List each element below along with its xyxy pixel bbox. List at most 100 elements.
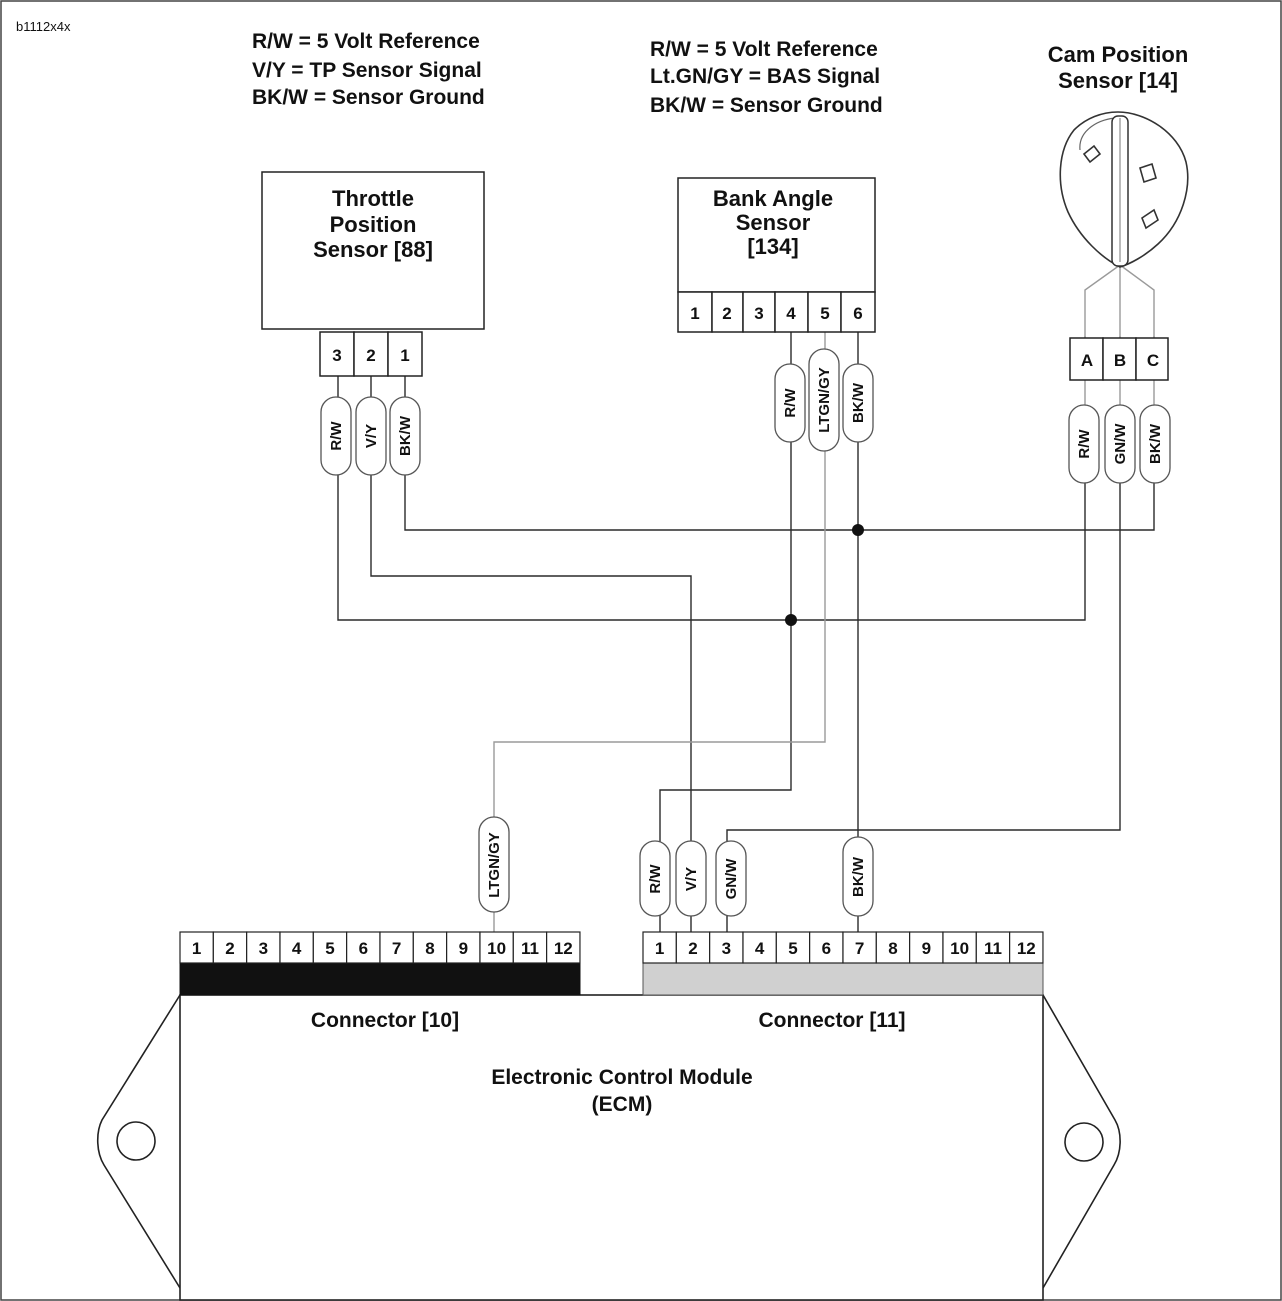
tps-connector: 3 2 1 bbox=[319, 331, 423, 377]
svg-text:R/W: R/W bbox=[647, 864, 664, 894]
conn11-pin-cell bbox=[675, 931, 711, 964]
svg-text:Position: Position bbox=[330, 212, 417, 237]
throttle-position-sensor: Throttle Position Sensor [88] 3 2 1 R/W … bbox=[261, 171, 485, 476]
svg-text:Throttle: Throttle bbox=[332, 186, 414, 211]
svg-text:6: 6 bbox=[853, 304, 862, 323]
cam-sensor-body bbox=[1059, 111, 1189, 268]
conn11-wire-label-bkw: BK/W bbox=[842, 836, 874, 917]
conn10-pin-number: 2 bbox=[225, 939, 234, 958]
ecm-module: Electronic Control Module (ECM) bbox=[96, 994, 1121, 1301]
conn11-pin-number: 1 bbox=[655, 939, 664, 958]
tps-wire-label-rw: R/W bbox=[320, 396, 352, 476]
tps-legend: R/W = 5 Volt Reference V/Y = TP Sensor S… bbox=[252, 30, 485, 109]
svg-text:R/W = 5 Volt Reference: R/W = 5 Volt Reference bbox=[252, 30, 480, 53]
svg-text:GN/W: GN/W bbox=[723, 858, 740, 900]
svg-text:R/W: R/W bbox=[782, 388, 799, 418]
svg-text:BK/W: BK/W bbox=[397, 415, 414, 456]
svg-text:BK/W: BK/W bbox=[850, 382, 867, 423]
svg-text:C: C bbox=[1147, 351, 1159, 370]
svg-text:V/Y: V/Y bbox=[683, 867, 700, 891]
svg-text:Sensor: Sensor bbox=[736, 210, 811, 235]
svg-text:Electronic Control Module: Electronic Control Module bbox=[491, 1066, 752, 1089]
conn11-pin-cell bbox=[775, 931, 811, 964]
bank-angle-sensor: Bank Angle Sensor [134] 1 2 3 4 5 6 R/W … bbox=[677, 177, 876, 452]
conn11-pin-cell bbox=[942, 931, 977, 964]
bas-wire-label-rw: R/W bbox=[774, 363, 806, 443]
svg-text:R/W: R/W bbox=[1076, 429, 1093, 459]
conn10-pin-cell bbox=[446, 931, 481, 964]
svg-text:3: 3 bbox=[754, 304, 763, 323]
bas-wire-label-bkw: BK/W bbox=[842, 363, 874, 443]
svg-text:Cam Position: Cam Position bbox=[1048, 42, 1189, 67]
tps-wire-label-bkw: BK/W bbox=[389, 396, 421, 476]
conn10-pin-number: 10 bbox=[487, 939, 506, 958]
document-id: b1112x4x bbox=[16, 19, 71, 34]
conn11-pin-number: 4 bbox=[755, 939, 765, 958]
conn10-pin-number: 9 bbox=[459, 939, 468, 958]
conn11-pin-number: 12 bbox=[1017, 939, 1036, 958]
conn10-pin-number: 7 bbox=[392, 939, 401, 958]
conn10-pin-number: 12 bbox=[554, 939, 573, 958]
conn10-pin-cell bbox=[512, 931, 548, 964]
cmp-connector: A B C bbox=[1069, 337, 1169, 381]
cmp-wire-label-gnw: GN/W bbox=[1104, 404, 1136, 484]
svg-text:V/Y: V/Y bbox=[363, 424, 380, 448]
conn11-pin-number: 2 bbox=[688, 939, 697, 958]
bas-wire-label-ltgngy: LTGN/GY bbox=[808, 348, 840, 452]
svg-text:Sensor [14]: Sensor [14] bbox=[1058, 68, 1178, 93]
svg-text:BK/W: BK/W bbox=[1147, 423, 1164, 464]
conn11-pin-number: 7 bbox=[855, 939, 864, 958]
conn11-wire-label-rw: R/W bbox=[639, 840, 671, 917]
conn10-pin-number: 11 bbox=[521, 939, 539, 958]
svg-text:4: 4 bbox=[786, 304, 796, 323]
splice-ground bbox=[852, 524, 864, 536]
conn10-pin-number: 6 bbox=[359, 939, 368, 958]
conn10-pin-cell bbox=[246, 931, 281, 964]
conn10-pin-cell bbox=[312, 931, 348, 964]
conn11-pin-cell bbox=[709, 931, 744, 964]
svg-text:[134]: [134] bbox=[747, 234, 798, 259]
conn11-pin-cell bbox=[742, 931, 777, 964]
svg-text:BK/W = Sensor Ground: BK/W = Sensor Ground bbox=[650, 94, 883, 117]
svg-text:2: 2 bbox=[366, 346, 375, 365]
svg-text:Sensor [88]: Sensor [88] bbox=[313, 237, 433, 262]
svg-text:V/Y = TP Sensor Signal: V/Y = TP Sensor Signal bbox=[252, 59, 482, 82]
conn11-pin-cell bbox=[1009, 931, 1044, 964]
conn11-pin-number: 9 bbox=[922, 939, 931, 958]
conn10-pin-number: 5 bbox=[325, 939, 334, 958]
wire-network bbox=[337, 264, 1155, 932]
conn11-pin-cell bbox=[909, 931, 944, 964]
cmp-wire-label-rw: R/W bbox=[1068, 404, 1100, 484]
conn11-pin-number: 8 bbox=[888, 939, 897, 958]
conn10-wire-label-ltgngy: LTGN/GY bbox=[478, 816, 510, 913]
conn10-pin-cell bbox=[379, 931, 414, 964]
bas-legend: R/W = 5 Volt Reference Lt.GN/GY = BAS Si… bbox=[650, 38, 883, 117]
conn11-pin-number: 10 bbox=[950, 939, 969, 958]
svg-text:B: B bbox=[1114, 351, 1126, 370]
svg-text:LTGN/GY: LTGN/GY bbox=[486, 832, 503, 898]
svg-text:A: A bbox=[1081, 351, 1093, 370]
splice-5v-reference bbox=[785, 614, 797, 626]
conn10-pin-cell bbox=[179, 931, 214, 964]
svg-text:Bank Angle: Bank Angle bbox=[713, 186, 833, 211]
conn11-pin-number: 5 bbox=[788, 939, 797, 958]
conn11-pin-number: 3 bbox=[722, 939, 731, 958]
cmp-wire-label-bkw: BK/W bbox=[1139, 404, 1171, 484]
svg-text:R/W = 5 Volt Reference: R/W = 5 Volt Reference bbox=[650, 38, 878, 61]
conn11-wire-label-gnw: GN/W bbox=[715, 840, 747, 917]
svg-text:1: 1 bbox=[690, 304, 699, 323]
svg-text:2: 2 bbox=[722, 304, 731, 323]
conn11-pin-cell bbox=[975, 931, 1011, 964]
svg-text:Connector [10]: Connector [10] bbox=[311, 1009, 459, 1032]
conn10-pin-cell bbox=[546, 931, 581, 964]
bas-connector: 1 2 3 4 5 6 bbox=[677, 291, 876, 333]
svg-text:BK/W: BK/W bbox=[850, 856, 867, 897]
svg-text:Lt.GN/GY = BAS Signal: Lt.GN/GY = BAS Signal bbox=[650, 65, 880, 88]
svg-text:(ECM): (ECM) bbox=[592, 1093, 653, 1116]
svg-text:GN/W: GN/W bbox=[1112, 423, 1129, 465]
conn10-pin-cell bbox=[479, 931, 514, 964]
conn11-wire-label-vy: V/Y bbox=[675, 840, 707, 917]
